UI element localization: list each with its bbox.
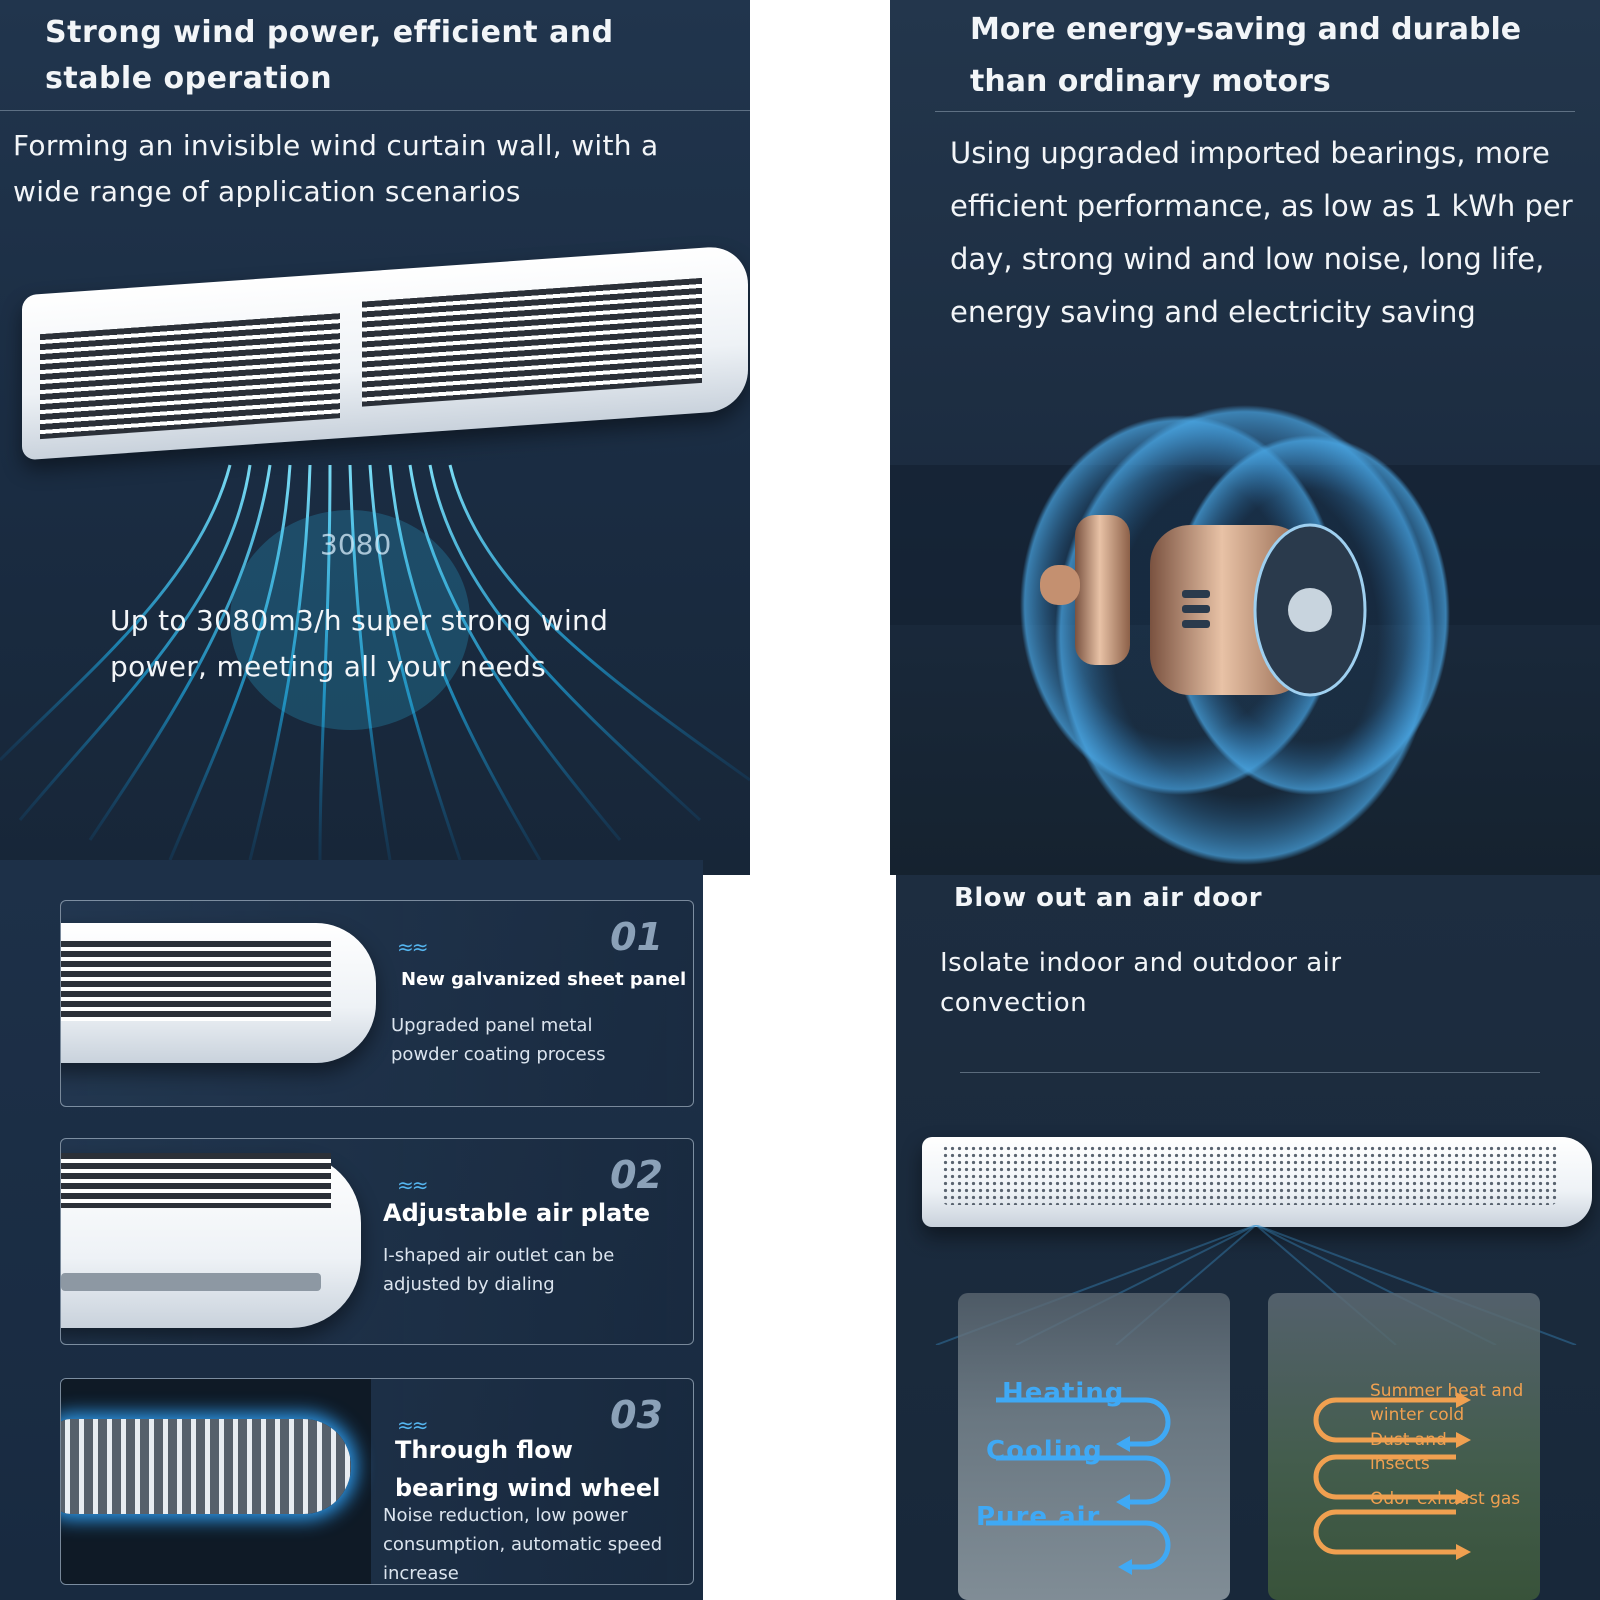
feature-card-1: 01 ≈≈ New galvanized sheet panel Upgrade… [60,900,694,1107]
panel1-subtitle: Forming an invisible wind curtain wall, … [13,129,659,208]
air-door-panel: Blow out an air door Isolate indoor and … [896,875,1600,1600]
wave-icon: ≈≈ [397,935,428,959]
label-pure-air: Pure air [976,1502,1101,1532]
feature-number-1: 01 [610,915,663,959]
grille-right [362,277,702,407]
panel4-heading: Blow out an air door [954,883,1263,913]
feature-number-3: 03 [610,1393,663,1437]
feature-number-2: 02 [610,1153,663,1197]
panel-closeup-image [61,901,391,1106]
wind-wheel-closeup-image [61,1379,371,1584]
label-dust-insects: Dust and insects [1370,1430,1447,1474]
energy-saving-panel: More energy-saving and durable than ordi… [890,0,1600,875]
panel2-body: Using upgraded imported bearings, more e… [950,136,1573,329]
feature-title-1: New galvanized sheet panel [401,969,687,990]
feature-title-3: Through flow bearing wind wheel [395,1436,661,1502]
panel1-heading: Strong wind power, efficient and stable … [45,15,614,96]
panel2-heading: More energy-saving and durable than ordi… [970,12,1522,99]
features-panel: 01 ≈≈ New galvanized sheet panel Upgrade… [0,860,703,1600]
motor-graphic [890,405,1600,865]
indoor-scene-image [958,1293,1230,1600]
perforated-grille [942,1145,1557,1205]
wind-power-panel: Strong wind power, efficient and stable … [0,0,750,875]
flow-arrows-graphic [986,1392,1471,1575]
airflow-streams-graphic [0,464,750,861]
air-plate-closeup-image [61,1139,371,1344]
feature-desc-3: Noise reduction, low power consumption, … [383,1505,663,1584]
feature-title-2: Adjustable air plate [383,1199,651,1227]
air-door-unit-image [922,1137,1592,1227]
label-heat-cold: Summer heat and winter cold [1370,1381,1524,1425]
feature-card-2: 02 ≈≈ Adjustable air plate I-shaped air … [60,1138,694,1345]
wave-icon: ≈≈ [397,1173,428,1197]
wave-icon: ≈≈ [397,1413,428,1437]
label-heating: Heating [1002,1378,1125,1408]
feature-card-3: 03 ≈≈ Through flow bearing wind wheel No… [60,1378,694,1585]
panel4-subtitle: Isolate indoor and outdoor air convectio… [940,948,1342,1018]
feature-desc-1: Upgraded panel metal powder coating proc… [391,1015,606,1065]
grille-left [40,313,340,440]
outdoor-scene-image [1268,1293,1540,1600]
label-cooling: Cooling [986,1436,1103,1466]
airflow-value: 3080 [320,528,392,561]
label-odor-gas: Odor exhaust gas [1370,1489,1521,1509]
panel1-caption: Up to 3080m3/h super strong wind power, … [110,604,609,683]
feature-desc-2: I-shaped air outlet can be adjusted by d… [383,1245,615,1295]
